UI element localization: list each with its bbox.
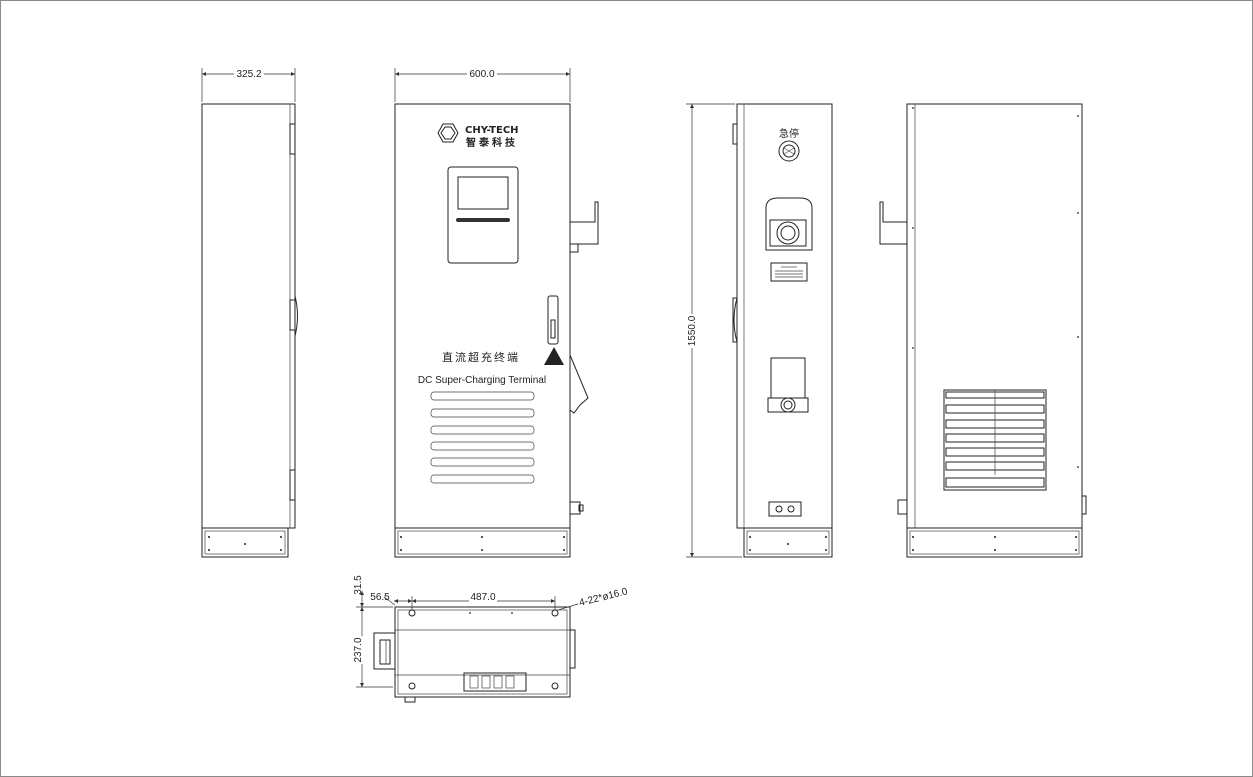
terminal-title-en: DC Super-Charging Terminal (418, 375, 546, 386)
logo-cn: 智泰科技 (466, 136, 518, 149)
cable-entry (768, 501, 802, 517)
gun-holster-2 (770, 357, 806, 399)
rear-view (879, 103, 1087, 558)
hole-callout: 4-22*ø16.0 (578, 586, 629, 609)
front-view: CHY-TECH 智泰科技 直流超充终端 DC Super-Charging T… (394, 67, 599, 558)
front-width-dim: 600.0 (469, 69, 494, 80)
front-vents (430, 391, 535, 484)
rear-vents (943, 389, 1047, 491)
bottom-depth-dim: 237.0 (353, 637, 364, 662)
bottom-offset-y-dim: 31.5 (353, 575, 364, 595)
card-slot (456, 218, 510, 222)
bottom-view: 56.5 487.0 237.0 31.5 4-22*ø16.0 (353, 575, 629, 703)
gun-holster-1 (765, 197, 813, 251)
terminal-title-cn: 直流超充终端 (442, 350, 520, 364)
company-logo: CHY-TECH 智泰科技 (437, 123, 519, 149)
bottom-span-dim: 487.0 (470, 592, 495, 603)
bottom-offset-x-dim: 56.5 (370, 592, 390, 603)
door-handle (547, 295, 559, 345)
side-width-dim: 325.2 (236, 69, 261, 80)
left-side-view: 325.2 (201, 67, 298, 558)
display-panel (447, 166, 519, 264)
label-plate (770, 262, 808, 282)
height-dim: 1550.0 (687, 315, 698, 346)
cable-glands (463, 672, 527, 692)
warning-icon (544, 347, 564, 365)
connector-side-view: 急停 1550.0 (685, 103, 833, 558)
estop-label: 急停 (779, 127, 799, 140)
screen (457, 176, 509, 210)
logo-en: CHY-TECH (465, 125, 519, 136)
emergency-stop-button (778, 140, 800, 162)
